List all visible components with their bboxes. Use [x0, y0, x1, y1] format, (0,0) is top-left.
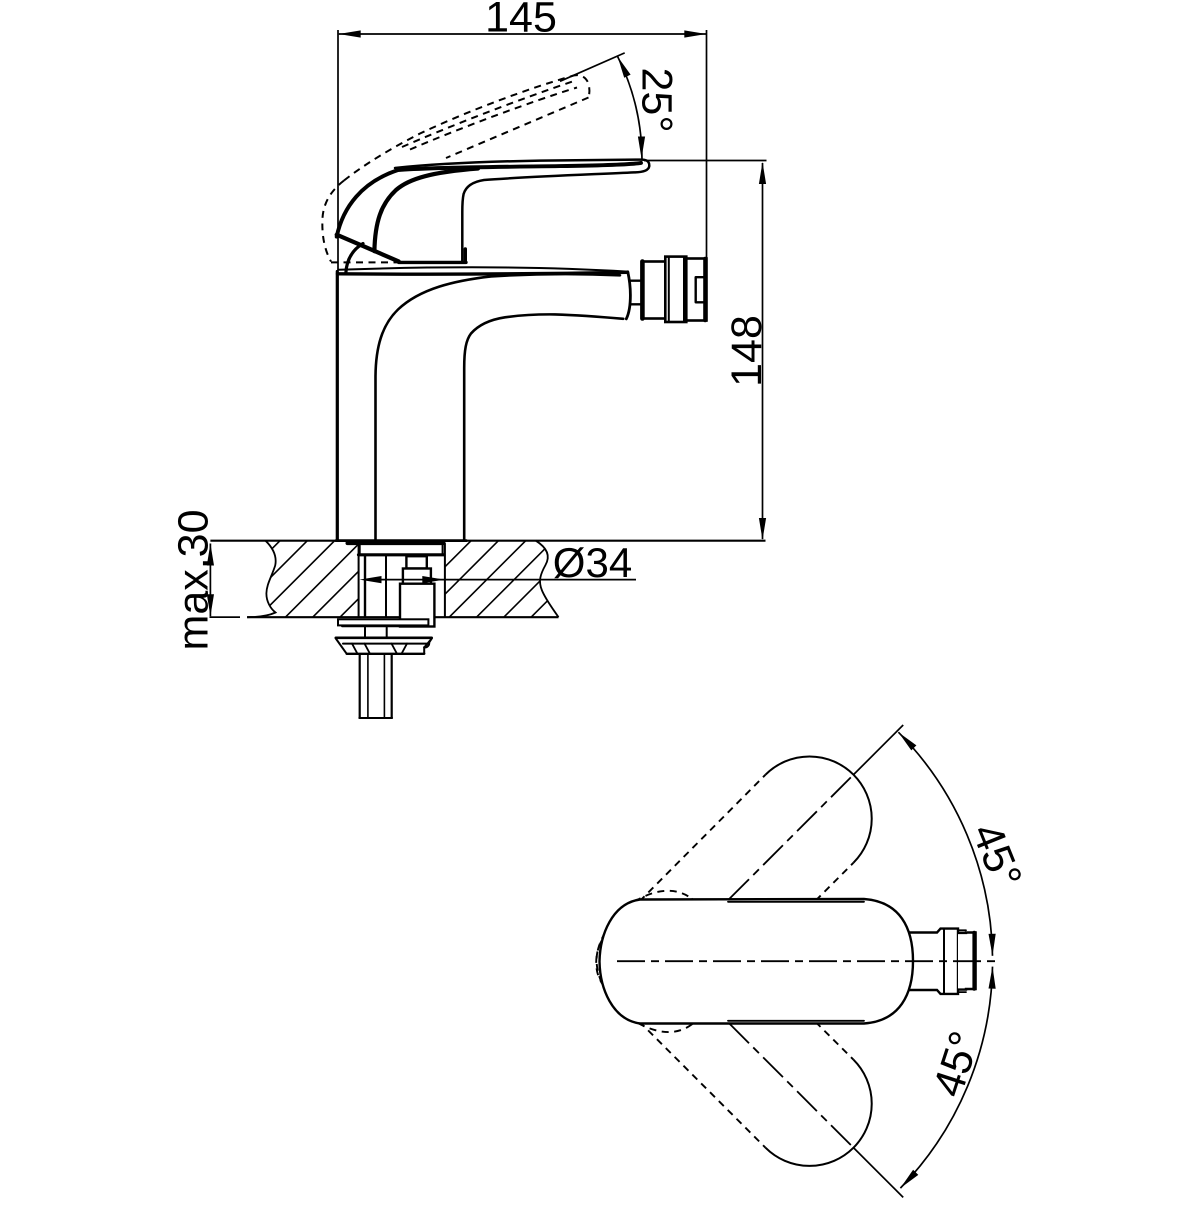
svg-text:148: 148	[723, 315, 771, 387]
svg-text:Ø34: Ø34	[553, 539, 632, 586]
svg-text:145: 145	[485, 0, 557, 42]
svg-text:25°: 25°	[633, 67, 681, 132]
svg-text:max.30: max.30	[170, 509, 218, 650]
